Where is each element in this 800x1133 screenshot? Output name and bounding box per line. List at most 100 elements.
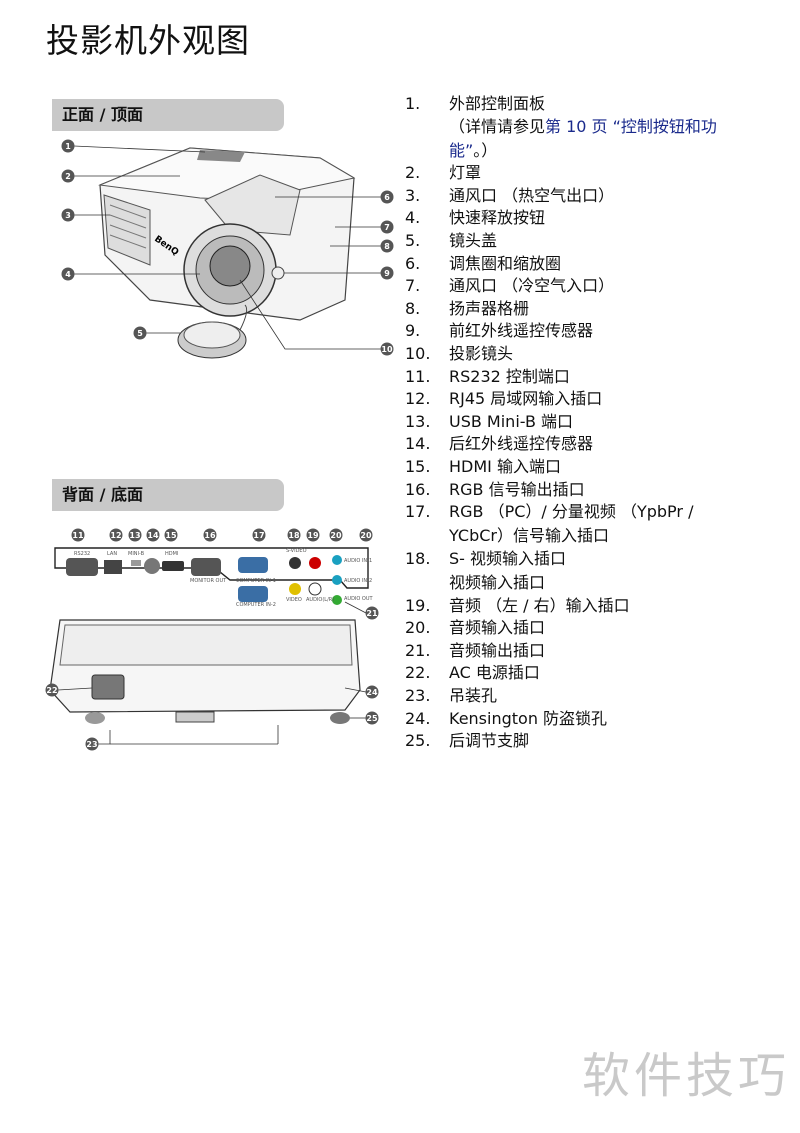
item-number [405,525,449,548]
callout-number: 12 [110,531,121,540]
list-item: 15.HDMI 输入端口 [405,456,775,479]
item-number: 13. [405,411,431,431]
item-label: YCbCr）信号输入插口 [449,526,609,546]
callout-number: 20 [330,531,342,540]
list-item: 能”。） [405,140,775,163]
item-text: 通风口 （冷空气入口） [449,275,775,298]
item-text: USB Mini-B 端口 [449,411,775,434]
item-label: RGB （PC）/ 分量视频 （YpbPr / [449,502,694,522]
list-item: 2.灯罩 [405,162,775,185]
item-text: 通风口 （热空气出口） [449,185,775,208]
item-label: （详情请参见 [449,116,546,136]
callout-marker [85,737,99,751]
callout-marker [61,267,75,281]
callout-marker [365,685,379,699]
section-header-front: 正面 / 顶面 [52,99,284,131]
port-label: AUDIO(L/R) [306,597,334,603]
item-label: 投影镜头 [449,344,514,364]
item-number: 6. [405,253,421,273]
list-item: 16. RGB 信号输出插口 [405,479,775,502]
item-number: 22. [405,663,431,683]
item-text: 镜头盖 [449,230,775,253]
list-item: 10.投影镜头 [405,343,775,366]
port-label: RS232 [74,551,90,557]
callout-number: 18 [288,531,300,540]
item-text: Kensington 防盗锁孔 [449,708,775,731]
item-text: （详情请参见第 10 页 “控制按钮和功 [449,116,775,139]
item-label: 后红外线遥控传感器 [449,434,594,454]
callout-number: 25 [366,714,378,723]
list-item: 5.镜头盖 [405,230,775,253]
item-text: HDMI 输入端口 [449,456,775,479]
item-number: 23. [405,685,431,705]
item-text: 灯罩 [449,162,775,185]
callout-number: 17 [253,531,264,540]
item-text: 外部控制面板 [449,93,775,116]
callout-number: 14 [147,531,159,540]
port-label: AUDIO IN-1 [344,558,372,564]
callout-number: 9 [384,269,390,278]
list-item: 18.S- 视频输入插口 [405,548,775,571]
item-number: 16. [405,479,431,499]
item-number: 7. [405,276,421,296]
item-label: 通风口 （冷空气入口） [449,276,615,296]
callout-number: 22 [46,686,57,695]
port-label: VIDEO [286,597,302,603]
page-title: 投影机外观图 [46,21,250,60]
item-text: RGB 信号输出插口 [449,479,775,502]
callout-marker [359,528,373,542]
item-number: 8. [405,298,421,318]
callout-marker [252,528,266,542]
page-reference-link[interactable]: 第 10 页 “控制按钮和功 [545,116,717,136]
item-label: HDMI 输入端口 [449,457,561,476]
list-item: 23. 吊装孔 [405,685,775,708]
list-item: 4.快速释放按钮 [405,207,775,230]
callout-marker [61,169,75,183]
list-item: 12.RJ45 局域网输入插口 [405,388,775,411]
item-text: 后调节支脚 [449,730,775,753]
item-label: Kensington 防盗锁孔 [449,708,608,728]
list-item: 14.后红外线遥控传感器 [405,433,775,456]
item-number [405,140,449,163]
list-item: 11.RS232 控制端口 [405,366,775,389]
callout-number: 24 [366,688,378,697]
item-text: 投影镜头 [449,343,775,366]
list-item: 19. 音频 （左 / 右）输入插口 [405,595,775,618]
item-text: 前红外线遥控传感器 [449,320,775,343]
callout-marker [365,606,379,620]
item-label: 吊装孔 [449,685,498,705]
item-text: 能”。） [449,140,775,163]
item-number [405,572,449,595]
list-item: 21. 音频输出插口 [405,640,775,663]
list-item: 20.音频输入插口 [405,617,775,640]
item-text: RGB （PC）/ 分量视频 （YpbPr / [449,501,775,524]
item-number: 19. [405,595,431,615]
list-item: 25.后调节支脚 [405,730,775,753]
item-text-suffix: 。） [473,140,498,160]
callout-marker [380,266,394,280]
item-number: 3. [405,185,421,205]
item-label: 视频输入插口 [449,572,546,592]
item-text: 后红外线遥控传感器 [449,433,775,456]
callout-number: 1 [65,142,71,151]
item-label: 快速释放按钮 [449,208,546,228]
item-label: AC 电源插口 [449,663,540,683]
callout-number: 8 [384,242,390,251]
item-number: 17. [405,502,431,522]
callout-marker [329,528,343,542]
callout-marker [380,190,394,204]
item-label: 音频输出插口 [449,640,546,660]
callout-number: 3 [65,211,71,220]
list-item: 1.外部控制面板 [405,93,775,116]
item-label: 灯罩 [449,163,482,183]
item-label: RGB 信号输出插口 [449,479,585,499]
item-text: 音频 （左 / 右）输入插口 [449,595,775,618]
item-label: 扬声器格栅 [449,298,530,318]
page-reference-link[interactable]: 能” [449,140,474,160]
watermark: 软件技巧 [581,1048,790,1104]
callout-number: 13 [129,531,140,540]
item-number: 21. [405,640,431,660]
list-item: 6.调焦圈和缩放圈 [405,253,775,276]
